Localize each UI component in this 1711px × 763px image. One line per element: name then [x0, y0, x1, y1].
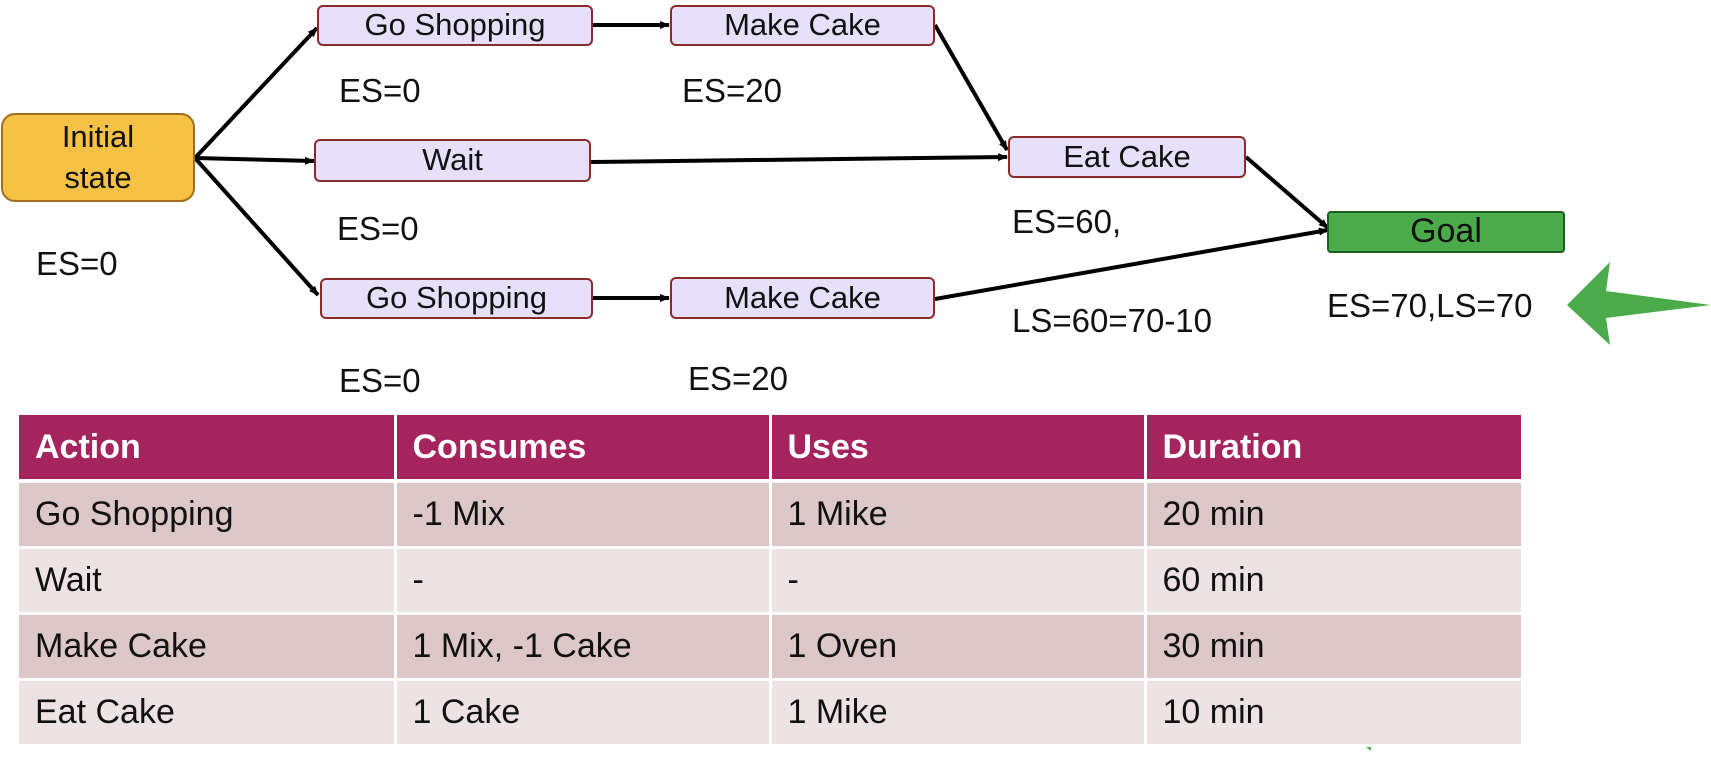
initial-state-node: Initial state — [1, 113, 195, 202]
cell-uses: - — [768, 547, 1147, 615]
wait-es-label: ES=0 — [337, 210, 419, 247]
go-shopping-node-bottom: Go Shopping — [320, 278, 593, 319]
eat-es-label: ES=60, — [1012, 203, 1122, 240]
header-uses: Uses — [768, 415, 1147, 483]
cell-consumes: 1 Mix, -1 Cake — [393, 613, 772, 681]
cell-action: Make Cake — [19, 613, 397, 681]
edge-initial-to-shop-top — [193, 26, 319, 160]
header-duration: Duration — [1143, 415, 1521, 483]
edge-initial-to-wait — [194, 156, 315, 165]
table-row: Go Shopping -1 Mix 1 Mike 20 min — [19, 481, 1521, 549]
cell-action: Go Shopping — [19, 481, 397, 549]
shop-top-es-label: ES=0 — [339, 72, 421, 109]
goal-node: Goal — [1327, 211, 1565, 253]
wait-node: Wait — [314, 139, 591, 182]
edge-wait-to-eat — [590, 153, 1008, 164]
cell-uses: 1 Mike — [768, 481, 1147, 549]
cell-duration: 60 min — [1143, 547, 1521, 615]
goal-es-ls-label: ES=70,LS=70 — [1327, 287, 1533, 324]
eat-ls-label: LS=60=70-10 — [1012, 302, 1213, 339]
cell-duration: 30 min — [1143, 613, 1521, 681]
table-row: Make Cake 1 Mix, -1 Cake 1 Oven 30 min — [19, 613, 1521, 681]
shop-bottom-es-label: ES=0 — [339, 362, 421, 399]
edge-initial-to-shop-bottom — [193, 156, 320, 297]
cell-consumes: - — [393, 547, 772, 615]
green-arrow-icon — [1567, 262, 1711, 345]
cell-duration: 10 min — [1143, 679, 1521, 747]
make-cake-node-bottom: Make Cake — [670, 277, 935, 319]
initial-es-label: ES=0 — [36, 245, 118, 282]
cell-consumes: 1 Cake — [393, 679, 772, 747]
header-consumes: Consumes — [393, 415, 772, 483]
table-header-row: Action Consumes Uses Duration — [19, 415, 1521, 483]
edge-eat-to-goal — [1244, 155, 1330, 230]
make-cake-node-top: Make Cake — [670, 5, 935, 46]
go-shopping-node-top: Go Shopping — [317, 5, 593, 46]
cell-duration: 20 min — [1143, 481, 1521, 549]
make-bottom-es-label: ES=20 — [688, 360, 788, 397]
eat-cake-node: Eat Cake — [1008, 136, 1246, 178]
table-row: Wait - - 60 min — [19, 547, 1521, 615]
edge-make-top-to-eat — [933, 24, 1009, 151]
action-table: Action Consumes Uses Duration Go Shoppin… — [19, 415, 1521, 747]
header-action: Action — [19, 415, 397, 483]
cell-uses: 1 Oven — [768, 613, 1147, 681]
cell-action: Eat Cake — [19, 679, 397, 747]
cell-consumes: -1 Mix — [393, 481, 772, 549]
cell-action: Wait — [19, 547, 397, 615]
edge-make-bottom-to-goal — [934, 227, 1329, 301]
cell-uses: 1 Mike — [768, 679, 1147, 747]
make-top-es-label: ES=20 — [682, 72, 782, 109]
table-row: Eat Cake 1 Cake 1 Mike 10 min — [19, 679, 1521, 747]
